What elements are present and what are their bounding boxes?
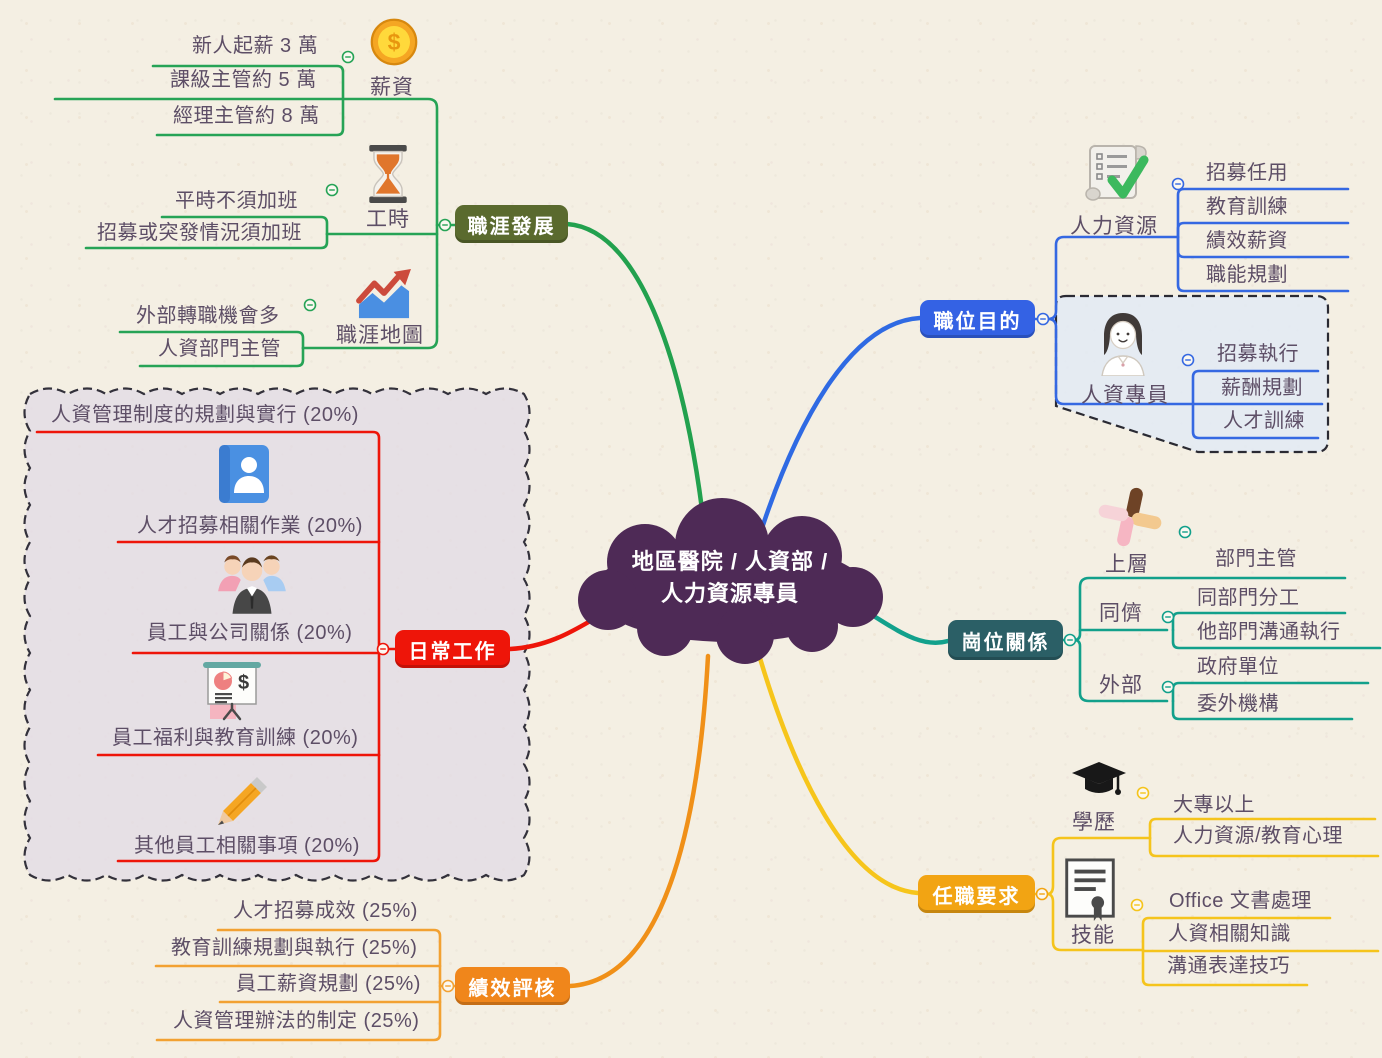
collapse-button[interactable] — [303, 298, 317, 312]
topic-salary-planning[interactable]: 員工薪資規劃 (25%) — [236, 973, 421, 995]
collapse-buttons — [303, 50, 1195, 993]
topic-hr-or-education-psychology[interactable]: 人力資源/教育心理 — [1173, 825, 1344, 847]
collapse-button[interactable] — [1130, 898, 1144, 912]
topic-education-level[interactable]: 學歷 — [1072, 811, 1116, 834]
topic-government-units[interactable]: 政府單位 — [1197, 656, 1279, 678]
branch-job-requirements[interactable]: 任職要求 — [918, 875, 1035, 913]
team-icon — [212, 550, 292, 614]
requirements-wires — [1033, 817, 1380, 987]
presentation-board-icon: $ — [198, 657, 266, 723]
contact-book-icon — [217, 443, 271, 505]
performance-wires — [154, 928, 459, 1042]
topic-overtime-cases[interactable]: 招募或突發情況須加班 — [97, 222, 302, 244]
woman-avatar-icon — [1096, 310, 1150, 377]
collapse-button[interactable] — [1063, 633, 1077, 647]
branch-position-relations[interactable]: 崗位關係 — [948, 620, 1063, 660]
collapse-button[interactable] — [1035, 887, 1049, 901]
graduation-cap-icon — [1070, 760, 1128, 802]
topic-other-employee-matters[interactable]: 其他員工相關事項 (20%) — [134, 835, 360, 857]
topic-education-training[interactable]: 教育訓練 — [1206, 196, 1288, 218]
trend-chart-icon — [352, 268, 416, 320]
collapse-button[interactable] — [376, 642, 390, 656]
topic-performance-pay[interactable]: 績效薪資 — [1206, 230, 1288, 252]
topic-hr-specialist[interactable]: 人資專員 — [1081, 384, 1169, 407]
topic-other-department-communication[interactable]: 他部門溝通執行 — [1197, 621, 1341, 643]
topic-talent-recruitment-tasks[interactable]: 人才招募相關作業 (20%) — [137, 515, 363, 537]
topic-same-department-division[interactable]: 同部門分工 — [1197, 587, 1300, 609]
topic-manager-salary[interactable]: 經理主管約 8 萬 — [173, 105, 320, 127]
connector-performance — [567, 653, 711, 989]
topic-college-or-above[interactable]: 大專以上 — [1173, 794, 1255, 816]
svg-text:$: $ — [238, 672, 249, 694]
collapse-button[interactable] — [441, 979, 455, 993]
topic-hr-system-planning[interactable]: 人資管理制度的規劃與實行 (20%) — [51, 404, 359, 426]
central-topic-line2: 人力資源專員 — [660, 580, 799, 606]
connector-purpose — [760, 315, 923, 528]
topic-external-opportunities[interactable]: 外部轉職機會多 — [136, 305, 280, 327]
topic-outsourcing-agencies[interactable]: 委外機構 — [1197, 693, 1279, 715]
main-branch-curves — [507, 221, 951, 989]
topic-department-manager[interactable]: 部門主管 — [1215, 548, 1297, 570]
topic-hr-knowledge[interactable]: 人資相關知識 — [1168, 923, 1291, 945]
topic-office-document-processing[interactable]: Office 文書處理 — [1169, 890, 1312, 912]
central-topic[interactable]: 地區醫院 / 人資部 / 人力資源專員 — [588, 546, 872, 610]
certificate-icon — [1064, 858, 1116, 922]
collapse-button[interactable] — [1181, 353, 1195, 367]
topic-talent-training[interactable]: 人才訓練 — [1223, 410, 1305, 432]
topic-hr-department-manager[interactable]: 人資部門主管 — [158, 338, 281, 360]
hourglass-icon — [362, 145, 414, 203]
collapse-button[interactable] — [1171, 177, 1185, 191]
daily-work-region[interactable] — [23, 387, 531, 882]
collapse-button[interactable] — [1036, 312, 1050, 326]
topic-starting-salary[interactable]: 新人起薪 3 萬 — [192, 35, 319, 57]
branch-performance-review[interactable]: 績效評核 — [455, 967, 570, 1005]
purpose-wires — [1033, 187, 1350, 440]
connector-career — [564, 221, 707, 529]
topic-recruitment-execution[interactable]: 招募執行 — [1217, 343, 1299, 365]
topic-compensation-planning[interactable]: 薪酬規劃 — [1221, 377, 1303, 399]
svg-text:$: $ — [388, 29, 401, 55]
branch-position-purpose[interactable]: 職位目的 — [920, 300, 1035, 338]
coin-icon: $ — [370, 18, 418, 66]
connector-requirements — [754, 645, 921, 896]
topic-recruitment-appointment[interactable]: 招募任用 — [1206, 162, 1288, 184]
topic-peers[interactable]: 同儕 — [1099, 602, 1143, 625]
topic-no-overtime[interactable]: 平時不須加班 — [175, 190, 298, 212]
collapse-button[interactable] — [1136, 786, 1150, 800]
topic-external[interactable]: 外部 — [1099, 674, 1143, 697]
collapse-button[interactable] — [1178, 525, 1192, 539]
pencil-icon — [211, 763, 275, 827]
topic-skills[interactable]: 技能 — [1071, 924, 1115, 947]
topic-section-manager-salary[interactable]: 課級主管約 5 萬 — [170, 69, 317, 91]
collapse-button[interactable] — [341, 50, 355, 64]
collapse-button[interactable] — [325, 183, 339, 197]
topic-work-hours[interactable]: 工時 — [366, 208, 410, 231]
branch-career-development[interactable]: 職涯發展 — [455, 205, 568, 243]
branch-daily-work[interactable]: 日常工作 — [395, 630, 510, 668]
holding-hands-icon — [1094, 485, 1166, 549]
topic-welfare-and-training[interactable]: 員工福利與教育訓練 (20%) — [112, 727, 359, 749]
topic-employee-company-relations[interactable]: 員工與公司關係 (20%) — [147, 622, 353, 644]
topic-training-planning-execution[interactable]: 教育訓練規劃與執行 (25%) — [171, 937, 418, 959]
topic-upper-level[interactable]: 上層 — [1105, 553, 1149, 576]
central-topic-line1: 地區醫院 / 人資部 / — [631, 549, 829, 574]
topic-competency-planning[interactable]: 職能規劃 — [1206, 264, 1288, 286]
checklist-scroll-icon — [1080, 144, 1150, 206]
collapse-button[interactable] — [438, 218, 452, 232]
topic-communication-skills[interactable]: 溝通表達技巧 — [1167, 955, 1290, 977]
topic-human-resources[interactable]: 人力資源 — [1070, 215, 1158, 238]
central-topic-cloud[interactable] — [578, 498, 883, 664]
topic-recruitment-effectiveness[interactable]: 人才招募成效 (25%) — [233, 900, 418, 922]
collapse-button[interactable] — [1161, 610, 1175, 624]
topic-hr-regulation-making[interactable]: 人資管理辦法的制定 (25%) — [173, 1010, 420, 1032]
topic-salary[interactable]: 薪資 — [370, 76, 414, 99]
connector-daily — [507, 617, 595, 652]
topic-career-map[interactable]: 職涯地圖 — [336, 324, 424, 347]
collapse-button[interactable] — [1161, 680, 1175, 694]
